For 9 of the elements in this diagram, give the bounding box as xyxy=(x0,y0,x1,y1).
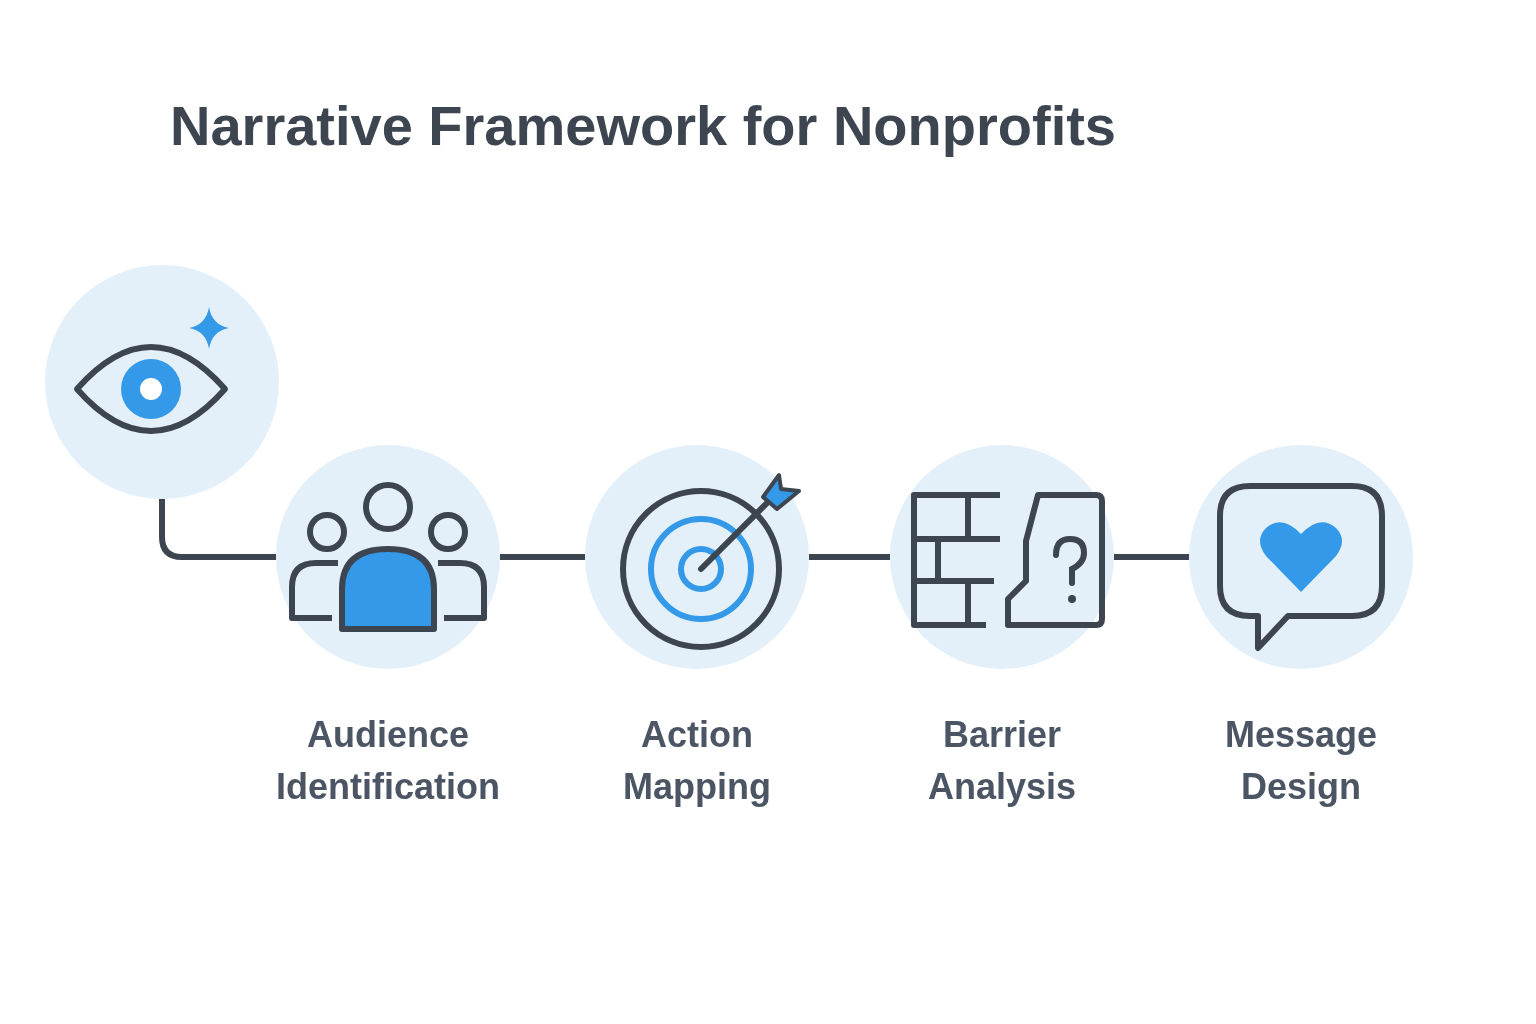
step-label: Barrier Analysis xyxy=(926,713,1078,809)
step-label: Action Mapping xyxy=(622,713,772,809)
step-label: Audience Identification xyxy=(275,713,501,809)
diagram-title: Narrative Framework for Nonprofits xyxy=(170,93,1116,159)
connector-line xyxy=(500,554,585,560)
connector-line xyxy=(809,554,890,560)
step-label: Message Design xyxy=(1223,713,1379,809)
connector-line xyxy=(1114,554,1189,560)
connector-line xyxy=(159,499,276,560)
